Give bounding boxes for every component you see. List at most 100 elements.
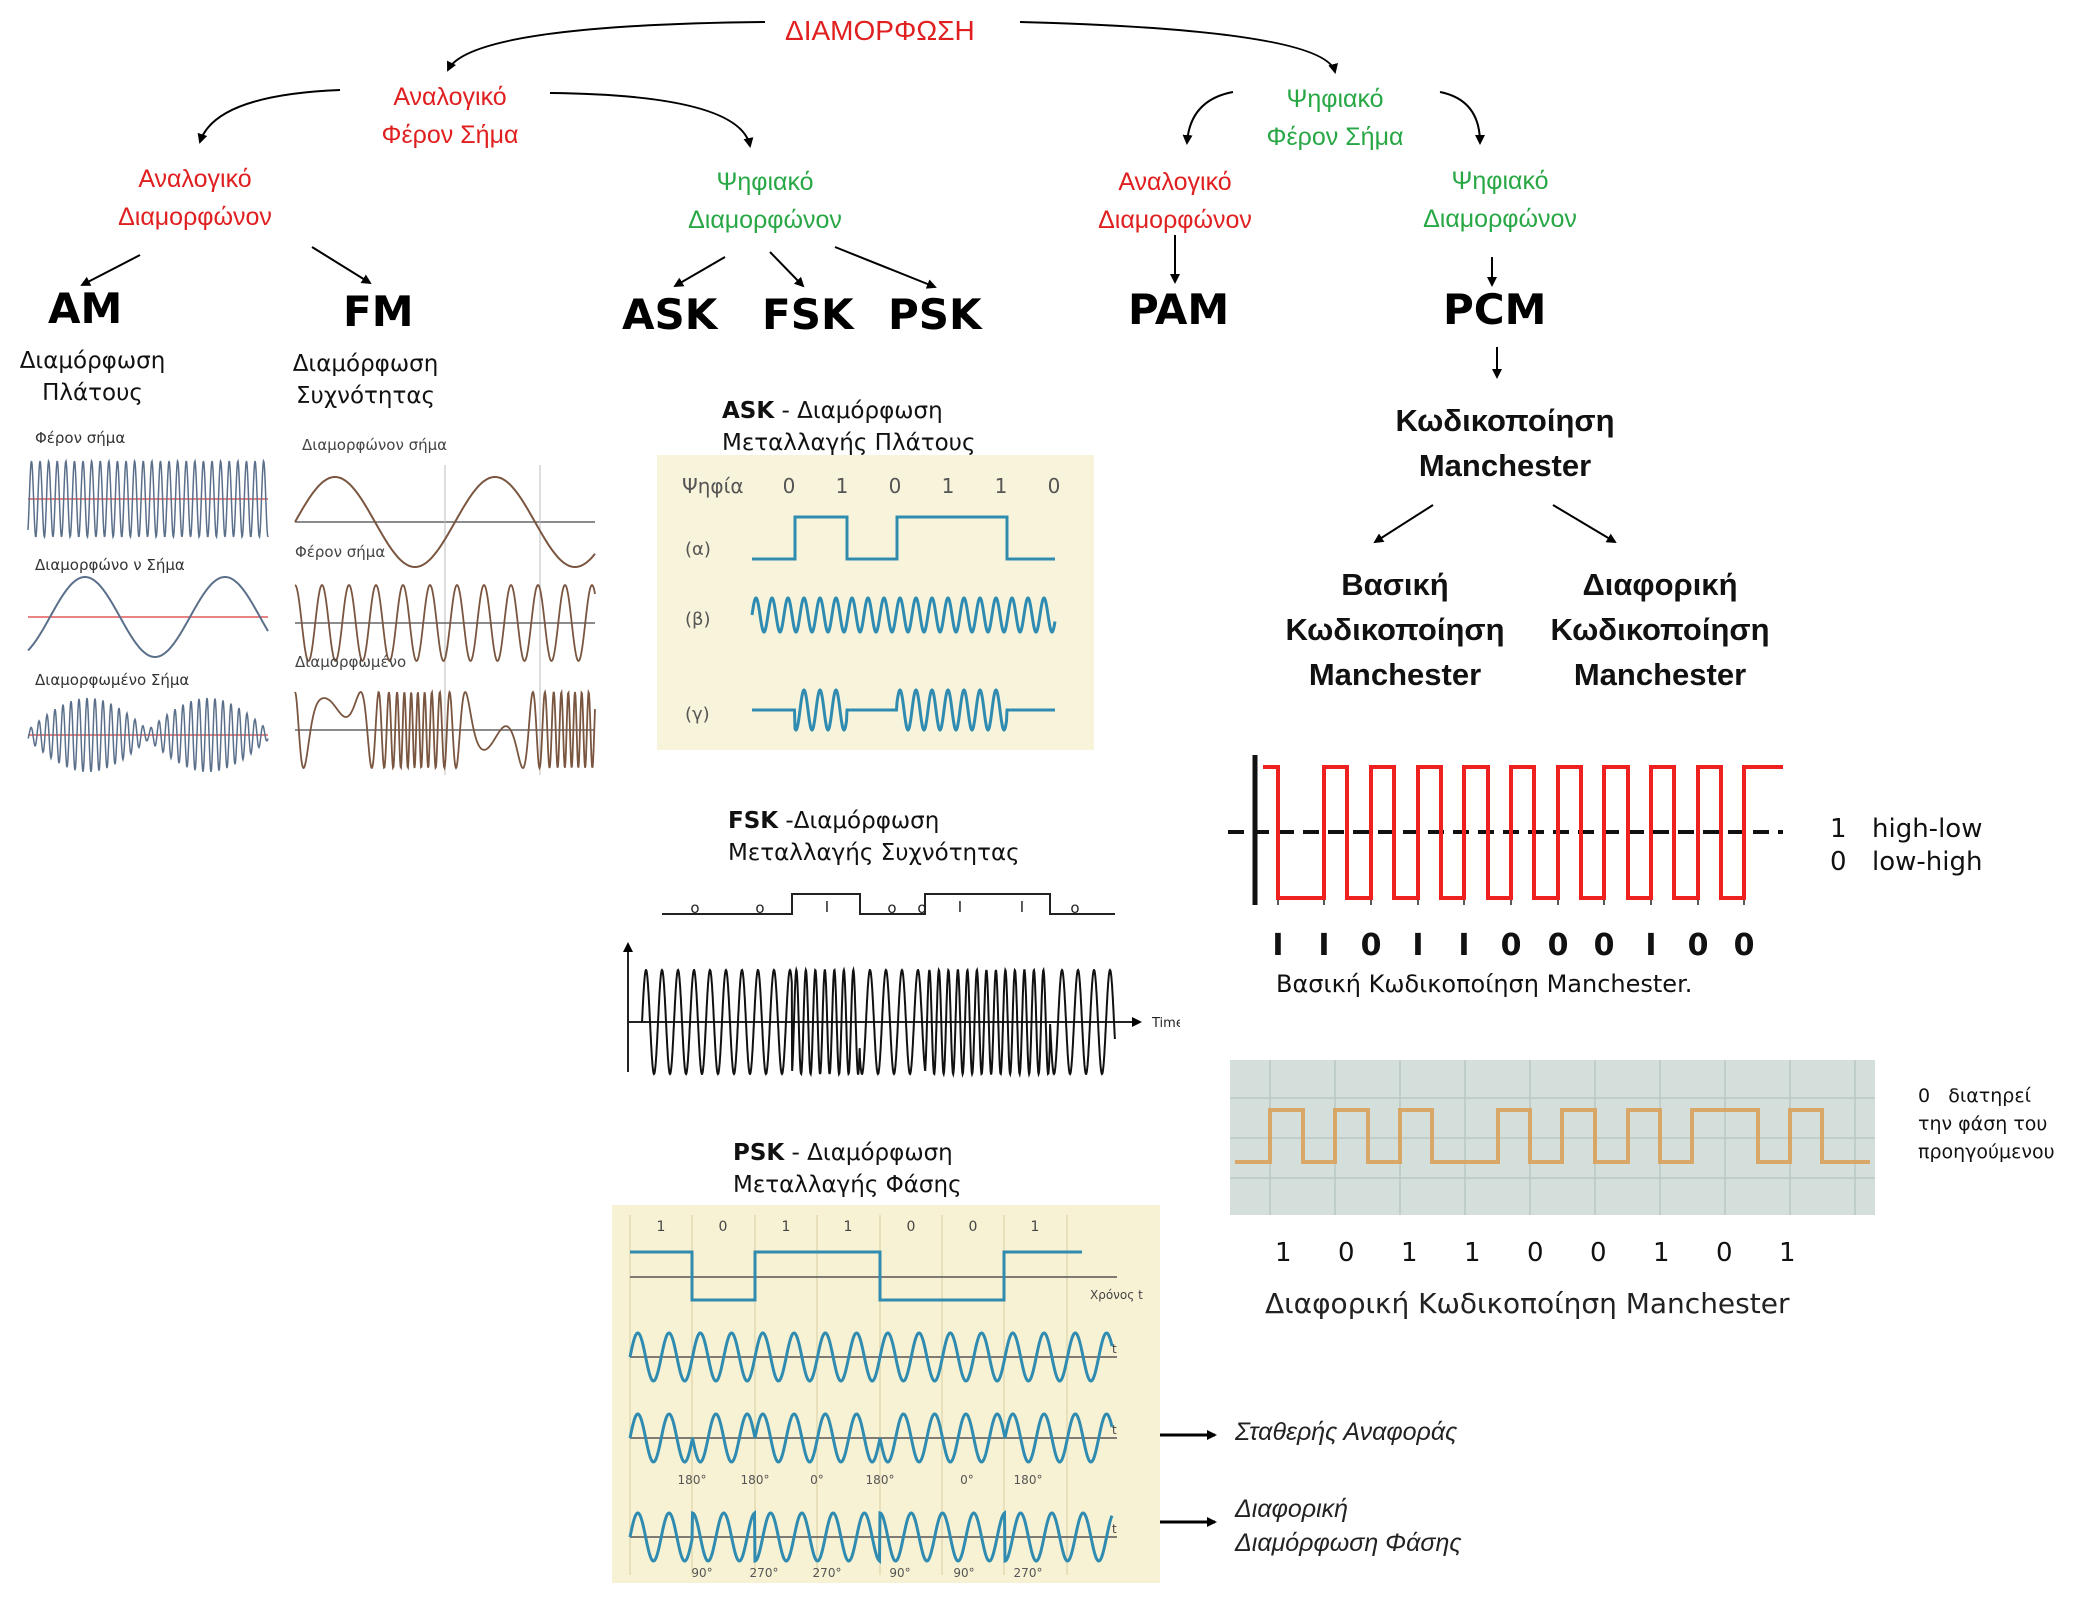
psk-phase-label: 180° [678, 1473, 707, 1487]
basic-manchester-figure: I I 0 I I 0 0 0 I 0 0 Βασική Κωδικοποίησ… [1228, 755, 1783, 998]
basic-line1: Βασική [1341, 567, 1449, 602]
fsk-bitstream [662, 893, 1115, 915]
psk-phase-label: 0° [960, 1473, 974, 1487]
digital-modulating-2-line1: Ψηφιακό [1451, 167, 1549, 195]
am-desc-line2: Πλάτους [42, 380, 143, 406]
psk-bit: 0 [719, 1219, 728, 1235]
digital-modulating-1-line2: Διαμορφώνον [688, 206, 842, 234]
basic-bit: I [1412, 928, 1423, 963]
psk-phase-label: 270° [750, 1566, 779, 1580]
basic-manchester-caption: Βασική Κωδικοποίηση Manchester. [1276, 970, 1692, 998]
psk-bit: 0 [907, 1219, 916, 1235]
basic-bit: 0 [1734, 928, 1755, 963]
legend-desc: high-low [1872, 814, 1983, 844]
basic-bit: 0 [1361, 928, 1382, 963]
fm-description: Διαμόρφωση Συχνότητας [288, 348, 443, 412]
psk-t-label: t [1112, 1423, 1117, 1437]
psk-phase-label: 90° [691, 1566, 712, 1580]
diff-bit: 1 [1464, 1238, 1481, 1268]
legend-row-1: 1 high-low [1830, 813, 1982, 846]
ask-digit: 0 [1048, 474, 1061, 498]
digital-carrier-node: Ψηφιακό Φέρον Σήμα [1245, 80, 1425, 156]
diff-bit: 0 [1527, 1238, 1544, 1268]
fm-figure: Διαμορφώνον σήμα Φέρον σήμα Διαμορφωμένο [294, 436, 596, 775]
psk-phase-label: 270° [813, 1566, 842, 1580]
basic-line3: Manchester [1308, 657, 1482, 692]
diff-bit: 1 [1401, 1238, 1418, 1268]
ask-digital-signal [752, 515, 1055, 561]
psk-note-2-line2: Διαμόρφωση Φάσης [1235, 1529, 1462, 1557]
diff-line1: Διαφορική [1582, 567, 1738, 602]
ask-figure: Ψηφία 0 1 0 1 1 0 (α) (β) (γ) [657, 455, 1094, 750]
psk-label: PSK [888, 290, 982, 339]
psk-phase-label: 180° [741, 1473, 770, 1487]
manchester-node: Κωδικοποίηση Manchester [1355, 398, 1655, 488]
ask-caption-rest: - Διαμόρφωση [774, 398, 943, 424]
diff-bit: 0 [1716, 1238, 1733, 1268]
fsk-bit: o [1070, 899, 1079, 917]
fm-label: FM [343, 287, 414, 336]
am-description: Διαμόρφωση Πλάτους [15, 345, 170, 409]
basic-bit: 0 [1501, 928, 1522, 963]
psk-phase-label: 270° [1014, 1566, 1043, 1580]
am-carrier-label: Φέρον σήμα [35, 429, 125, 447]
digital-modulating-1-line1: Ψηφιακό [716, 168, 814, 196]
psk-caption-bold: PSK [733, 1140, 785, 1166]
ask-caption-bold: ASK [722, 398, 775, 424]
fsk-bit: o [755, 899, 764, 917]
am-modulating-label: Διαμορφώνο ν Σήμα [35, 556, 185, 574]
psk-t-label: t [1112, 1522, 1117, 1536]
psk-phase-label: 180° [1014, 1473, 1043, 1487]
ask-digits-label: Ψηφία [682, 474, 744, 498]
diff-note-line2: την φάση του [1918, 1113, 2048, 1135]
ask-digit: 0 [889, 474, 902, 498]
fsk-caption: FSK -Διαμόρφωση Μεταλλαγής Συχνότητας [728, 805, 1020, 869]
fsk-bit: o [887, 899, 896, 917]
ask-digit: 1 [942, 474, 955, 498]
fsk-caption-bold: FSK [728, 808, 779, 834]
psk-bit: 1 [782, 1219, 791, 1235]
diff-note-line3: προηγούμενου [1918, 1141, 2055, 1163]
root-title: ΔΙΑΜΟΡΦΩΣΗ [785, 15, 975, 46]
differential-note: 0 διατηρεί την φάση του προηγούμενου [1918, 1082, 2055, 1166]
ask-caption: ASK - Διαμόρφωση Μεταλλαγής Πλάτους [722, 395, 975, 459]
psk-digital-signal [630, 1250, 1082, 1302]
ask-row-c: (γ) [685, 704, 710, 725]
psk-bit: 1 [844, 1219, 853, 1235]
basic-bit: I [1318, 928, 1329, 963]
analog-modulating-1-line2: Διαμορφώνον [118, 203, 272, 231]
basic-manchester-node: Βασική Κωδικοποίηση Manchester [1265, 562, 1525, 697]
fsk-bit: o [917, 899, 926, 917]
manchester-line2: Manchester [1418, 448, 1592, 483]
manchester-line1: Κωδικοποίηση [1395, 403, 1615, 438]
fm-desc-line1: Διαμόρφωση [292, 351, 439, 377]
differential-manchester-figure [1230, 1060, 1875, 1215]
diff-bit: 0 [1338, 1238, 1355, 1268]
ask-digit: 1 [836, 474, 849, 498]
fsk-bit: I [825, 898, 829, 916]
analog-modulating-node-1: Αναλογικό Διαμορφώνον [90, 160, 300, 236]
psk-figure: 1 0 1 1 0 0 1 Χρόνος t t t t 180° 180° 0… [612, 1205, 1160, 1583]
ask-digit: 1 [995, 474, 1008, 498]
am-modulated-label: Διαμορφωμένο Σήμα [35, 671, 189, 689]
ask-digit: 0 [783, 474, 796, 498]
legend-bit: 0 [1830, 847, 1847, 877]
fsk-bit: I [1020, 898, 1024, 916]
ask-label: ASK [622, 290, 718, 339]
legend-bit: 1 [1830, 814, 1847, 844]
basic-bit: 0 [1594, 928, 1615, 963]
fm-modulated-label: Διαμορφωμένο [295, 653, 406, 671]
fsk-time-label: Time [1151, 1016, 1180, 1031]
legend-row-0: 0 low-high [1830, 846, 1982, 879]
diff-bit: 1 [1779, 1238, 1796, 1268]
psk-note-differential: Διαφορική Διαμόρφωση Φάσης [1235, 1492, 1461, 1560]
fsk-label: FSK [762, 290, 854, 339]
psk-note-2-line1: Διαφορική [1235, 1495, 1349, 1523]
legend-desc: low-high [1872, 847, 1983, 877]
fsk-bit: I [958, 898, 962, 916]
diff-bit: 0 [1590, 1238, 1607, 1268]
analog-carrier-node: Αναλογικό Φέρον Σήμα [360, 78, 540, 154]
basic-bit: 0 [1688, 928, 1709, 963]
basic-bit: I [1458, 928, 1469, 963]
